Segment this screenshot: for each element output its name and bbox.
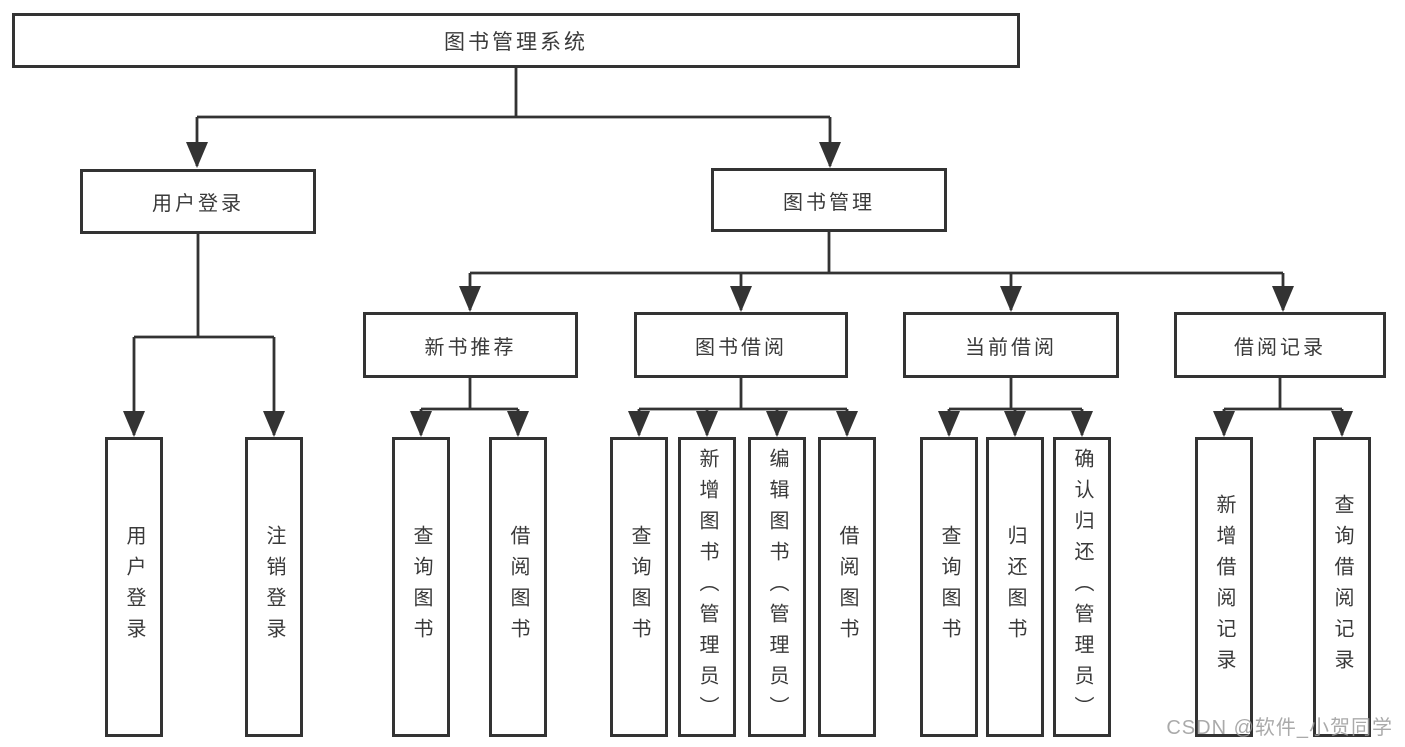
node-new-book-recommend: 新书推荐 xyxy=(363,312,578,378)
leaf-add-book-admin: 新增图书（管理员） xyxy=(678,437,736,737)
leaf-query-book-recommend: 查询图书 xyxy=(392,437,450,737)
leaf-borrow-book: 借阅图书 xyxy=(818,437,876,737)
leaf-query-book-current: 查询图书 xyxy=(920,437,978,737)
csdn-watermark: CSDN @软件_小贺同学 xyxy=(1166,717,1393,739)
leaf-logout-login: 注销登录 xyxy=(245,437,303,737)
leaf-edit-book-admin: 编辑图书（管理员） xyxy=(748,437,806,737)
leaf-query-borrow-record: 查询借阅记录 xyxy=(1313,437,1371,737)
node-book-borrow: 图书借阅 xyxy=(634,312,848,378)
leaf-add-borrow-record: 新增借阅记录 xyxy=(1195,437,1253,737)
node-book-management: 图书管理 xyxy=(711,168,947,232)
leaf-borrow-book-recommend: 借阅图书 xyxy=(489,437,547,737)
leaf-user-login: 用户登录 xyxy=(105,437,163,737)
node-current-borrow: 当前借阅 xyxy=(903,312,1119,378)
node-borrow-record: 借阅记录 xyxy=(1174,312,1386,378)
leaf-return-book: 归还图书 xyxy=(986,437,1044,737)
leaf-confirm-return-admin: 确认归还（管理员） xyxy=(1053,437,1111,737)
leaf-query-book-borrow: 查询图书 xyxy=(610,437,668,737)
node-root-library-system: 图书管理系统 xyxy=(12,13,1020,68)
node-user-login: 用户登录 xyxy=(80,169,316,234)
